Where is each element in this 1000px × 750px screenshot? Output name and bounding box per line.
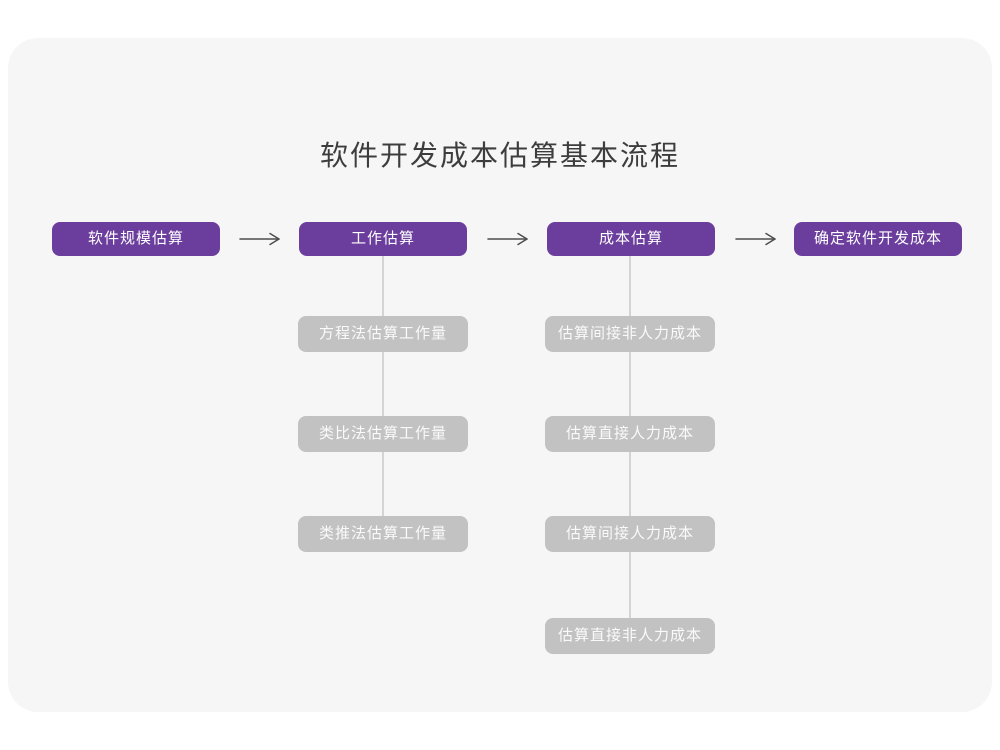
sub-node-indirect-labor-cost: 估算间接人力成本 (545, 516, 715, 552)
flow-node-determine-dev-cost: 确定软件开发成本 (794, 222, 962, 256)
sub-node-indirect-nonlabor-cost: 估算间接非人力成本 (545, 316, 715, 352)
flow-node-software-size-estimation: 软件规模估算 (52, 222, 220, 256)
flow-arrow-icon (239, 232, 280, 246)
sub-node-direct-nonlabor-cost: 估算直接非人力成本 (545, 618, 715, 654)
sub-node-direct-labor-cost: 估算直接人力成本 (545, 416, 715, 452)
flow-node-cost-estimation: 成本估算 (547, 222, 715, 256)
connector-line-work-estimation (382, 256, 384, 534)
flowchart-card: 软件开发成本估算基本流程 软件规模估算 工作估算 成本估算 确定软件开发成本 方… (8, 38, 992, 712)
sub-node-analogy-method: 类比法估算工作量 (298, 416, 468, 452)
flow-node-work-estimation: 工作估算 (299, 222, 467, 256)
flow-arrow-icon (735, 232, 776, 246)
sub-node-extrapolation-method: 类推法估算工作量 (298, 516, 468, 552)
flow-arrow-icon (487, 232, 528, 246)
sub-node-equation-method: 方程法估算工作量 (298, 316, 468, 352)
diagram-title: 软件开发成本估算基本流程 (319, 140, 680, 171)
